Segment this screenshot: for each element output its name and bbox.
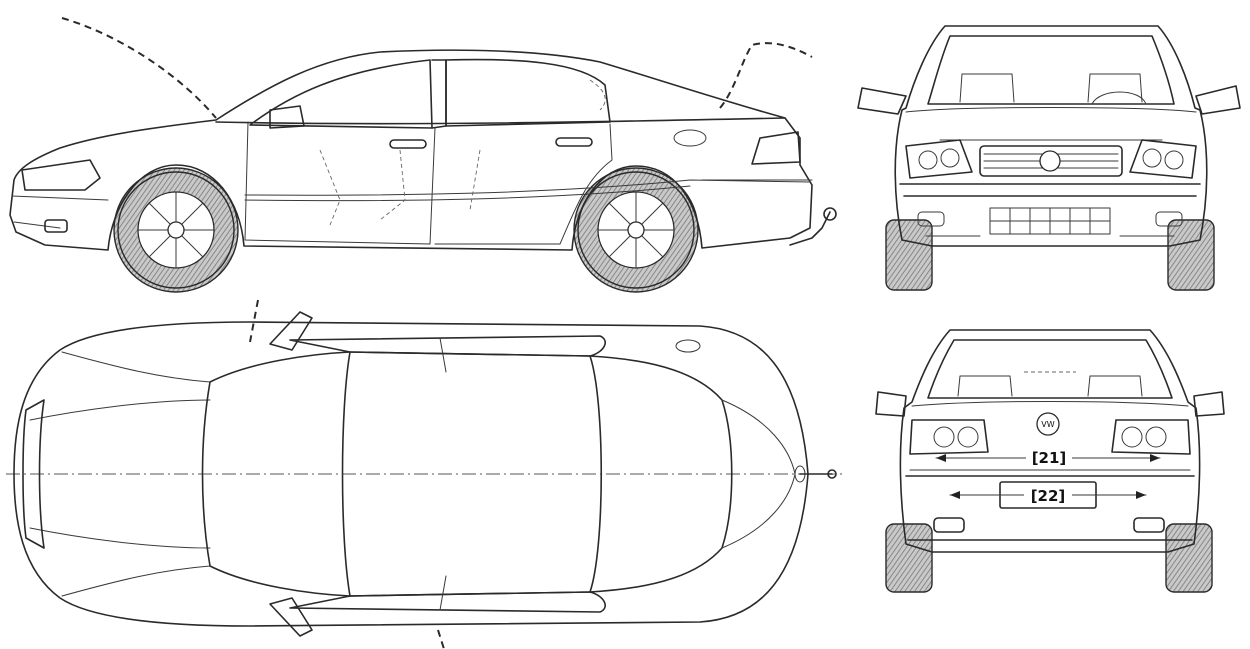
rear-right-lamp-1 (1121, 426, 1143, 448)
side-tow-hook (789, 211, 831, 246)
trunk-open-dashed-line (719, 42, 813, 109)
side-mirror (269, 105, 305, 129)
rear-vw-badge-text: VW (1041, 420, 1054, 429)
top-left-mirror (269, 311, 313, 351)
front-left-lamp (918, 150, 938, 170)
front-right-lamp (1142, 148, 1162, 168)
side-tow-ball (823, 207, 837, 221)
rear-right-tyre (1165, 523, 1213, 593)
top-tow-ball (827, 469, 837, 479)
front-vw-badge (1039, 150, 1061, 172)
rear-left-exhaust (933, 517, 965, 533)
side-body-crease (244, 179, 811, 196)
top-rear-badge (794, 465, 806, 483)
front-lower-grille-bars (989, 207, 1111, 235)
front-left-tyre (885, 219, 933, 291)
dimension-22-arrow-left (950, 491, 960, 499)
dimension-21-arrow-left (936, 454, 946, 462)
side-fuel-cap (673, 129, 707, 147)
front-left-fog (917, 211, 945, 227)
rear-left-tyre (885, 523, 933, 593)
front-body-outline (894, 25, 1208, 247)
rear-right-exhaust (1133, 517, 1165, 533)
front-left-headlight (905, 139, 973, 179)
dimension-22-label-bg (1024, 484, 1072, 506)
front-bumper (899, 183, 1201, 197)
front-right-mirror (1195, 85, 1241, 115)
dimension-21-label: [21] (1032, 449, 1067, 467)
side-front-bumper (11, 195, 109, 229)
front-right-lamp-2 (1164, 150, 1184, 170)
front-right-headlight (1129, 139, 1197, 179)
side-body-outline (9, 49, 813, 251)
rear-right-taillight (1111, 419, 1191, 455)
front-right-fog (1155, 211, 1183, 227)
top-front-grille (22, 399, 45, 549)
side-belt-line (215, 117, 786, 125)
side-rear-door (434, 123, 613, 245)
side-fog-light (44, 219, 68, 233)
side-window-rear (445, 58, 611, 127)
side-window-front (249, 59, 433, 129)
rear-headrests (957, 375, 1143, 397)
side-front-door-handle (389, 139, 427, 149)
top-side-window-lower (289, 591, 606, 613)
side-taillight (751, 131, 801, 165)
front-hood (905, 107, 1197, 141)
side-headlight (21, 159, 101, 191)
front-left-mirror (857, 87, 907, 115)
top-hood-crease (29, 399, 211, 549)
top-mirror-axis-lower (437, 629, 445, 649)
front-view (857, 25, 1241, 291)
dimension-22-label: [22] (1031, 487, 1066, 505)
side-rear-hub (627, 221, 645, 239)
side-rear-door-handle (555, 137, 593, 147)
rear-right-lamp-2 (1145, 426, 1167, 448)
side-view (9, 17, 837, 293)
front-steering-wheel (1091, 91, 1147, 105)
side-body-crease-2 (244, 185, 691, 202)
rear-left-lamp-1 (933, 426, 955, 448)
top-body-outline (13, 321, 809, 627)
top-rear-window (589, 355, 733, 593)
dimension-21-arrow-right (1150, 454, 1160, 462)
side-front-door (244, 121, 436, 245)
rear-vw-badge (1036, 412, 1060, 436)
rear-right-mirror (1193, 391, 1225, 417)
top-mirror-axis-upper (249, 299, 259, 343)
top-view (6, 299, 842, 649)
front-left-lamp-2 (940, 148, 960, 168)
rear-left-taillight (909, 419, 989, 455)
top-side-window-upper (289, 335, 606, 357)
front-grille (979, 145, 1123, 177)
dimension-21-label-bg (1026, 446, 1072, 466)
side-b-pillar (431, 59, 447, 129)
top-fuel-door (675, 339, 701, 353)
top-right-mirror (269, 597, 313, 637)
rear-view: VW [21] [22] (875, 329, 1225, 593)
top-roof (349, 351, 603, 597)
rear-body-outline (899, 329, 1201, 553)
rear-left-mirror (875, 391, 907, 417)
hood-open-dashed-line (61, 17, 217, 119)
rear-bumper (905, 475, 1195, 541)
rear-left-lamp-2 (957, 426, 979, 448)
top-b-pillars (439, 337, 447, 611)
front-windshield (927, 35, 1175, 105)
side-front-hub (167, 221, 185, 239)
rear-trunk-lid (909, 401, 1191, 471)
front-right-tyre (1167, 219, 1215, 291)
dimension-22-arrow-right (1136, 491, 1146, 499)
side-hidden-lines (319, 79, 606, 226)
front-headrests (959, 73, 1143, 103)
rear-window (927, 339, 1173, 399)
